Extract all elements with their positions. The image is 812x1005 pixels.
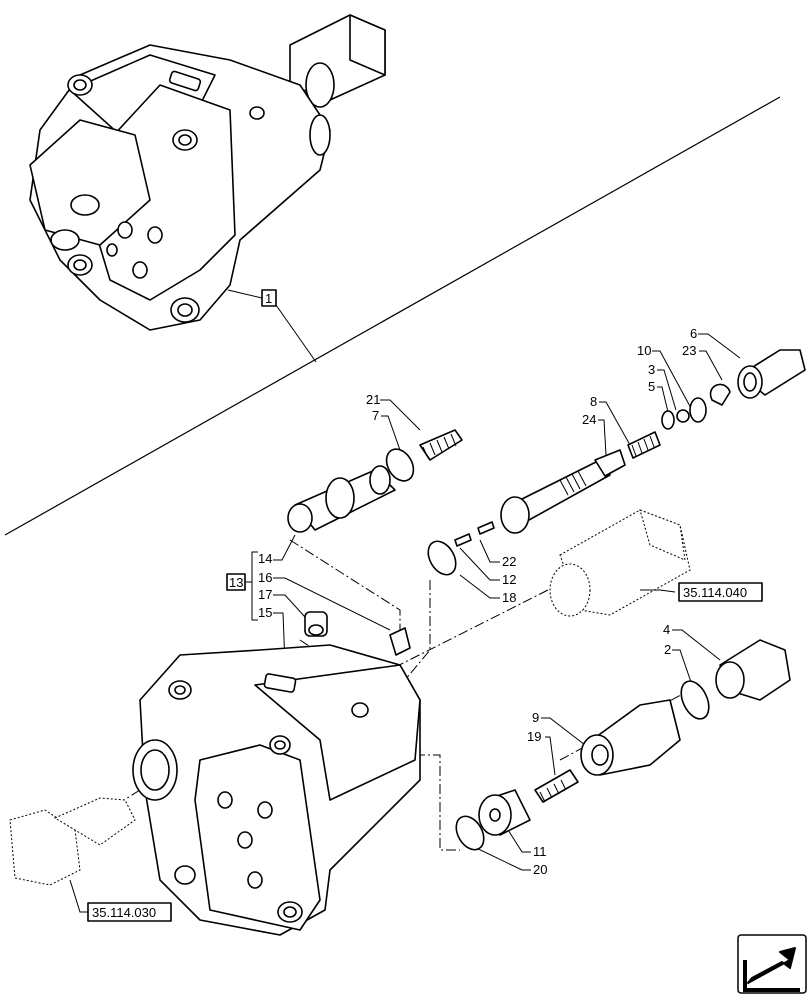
part-9-valve: [580, 699, 681, 776]
part-17-plug: [304, 611, 328, 637]
part-4-cap: [715, 639, 791, 701]
label-16: 16: [258, 570, 272, 585]
part-16-pin: [389, 627, 411, 656]
arrow-next-icon[interactable]: [737, 934, 807, 994]
label-5: 5: [648, 379, 655, 394]
label-15: 15: [258, 605, 272, 620]
label-23: 23: [682, 343, 696, 358]
label-2: 2: [664, 642, 671, 657]
part-5-ring: [661, 410, 675, 430]
callout-group-13: 13: [226, 551, 258, 621]
label-24: 24: [582, 412, 596, 427]
label-17: 17: [258, 587, 272, 602]
part-7-oring: [385, 448, 415, 482]
label-18: 18: [502, 590, 516, 605]
callout-labels: 21 7 14 16 17 15 22 12 18 8 24 10 3 5 6 …: [258, 326, 697, 877]
label-3: 3: [648, 362, 655, 377]
label-6: 6: [690, 326, 697, 341]
label-21: 21: [366, 392, 380, 407]
part-21-spring: [419, 429, 463, 461]
label-12: 12: [502, 572, 516, 587]
part-10-ring: [689, 397, 707, 423]
label-20: 20: [533, 862, 547, 877]
part-14-piston: [287, 465, 396, 533]
label-10: 10: [637, 343, 651, 358]
label-14: 14: [258, 551, 272, 566]
label-19: 19: [527, 729, 541, 744]
part-22-12-pins: [454, 521, 495, 547]
divider-line: [4, 96, 781, 536]
label-7: 7: [372, 408, 379, 423]
svg-text:35.114.040: 35.114.040: [683, 585, 747, 600]
svg-text:13: 13: [229, 575, 243, 590]
top-pump-assembly: [29, 14, 386, 331]
label-8: 8: [590, 394, 597, 409]
part-11-piston: [478, 789, 531, 836]
bottom-pump-housing: [132, 644, 421, 936]
part-20-oring: [455, 815, 485, 851]
callout-1: 1: [227, 289, 317, 363]
part-24-spring: [627, 431, 661, 459]
label-9: 9: [532, 710, 539, 725]
label-4: 4: [663, 622, 670, 637]
part-23-clip: [709, 383, 731, 406]
part-18-oring: [427, 540, 457, 576]
ghost-part-35-114-030: 35.114.030: [9, 797, 172, 922]
part-3-ball: [676, 409, 690, 423]
svg-text:1: 1: [265, 291, 272, 306]
svg-text:35.114.030: 35.114.030: [92, 905, 156, 920]
label-11: 11: [533, 844, 547, 859]
part-2-oring: [680, 680, 710, 720]
part-19-spring: [534, 769, 579, 803]
part-8-spool: [500, 449, 626, 534]
ghost-part-35-114-040: 35.114.040: [549, 509, 763, 617]
label-22: 22: [502, 554, 516, 569]
part-6-sleeve: [737, 349, 806, 399]
